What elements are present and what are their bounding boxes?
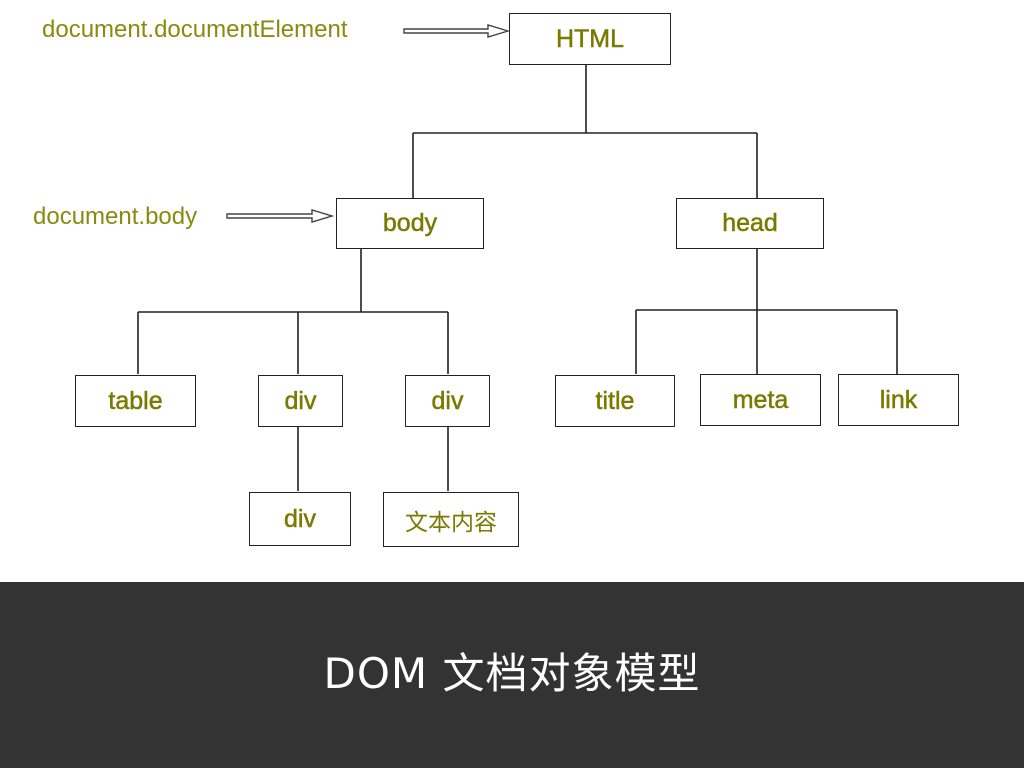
tree-connectors bbox=[137, 24, 898, 491]
arrow-to-body-icon bbox=[226, 209, 335, 223]
node-head: head bbox=[676, 198, 824, 249]
slide-footer: DOM 文档对象模型 bbox=[0, 582, 1024, 768]
node-table: table bbox=[75, 375, 196, 427]
slide-title: DOM 文档对象模型 bbox=[323, 648, 701, 698]
node-html: HTML bbox=[509, 13, 671, 65]
node-title: title bbox=[555, 375, 675, 427]
node-div-left: div bbox=[258, 375, 343, 427]
node-link: link bbox=[838, 374, 959, 426]
node-meta: meta bbox=[700, 374, 821, 426]
node-text-content: 文本内容 bbox=[383, 492, 519, 547]
document-body-label: document.body bbox=[33, 203, 198, 230]
arrow-to-html-icon bbox=[403, 24, 511, 38]
document-element-label: document.documentElement bbox=[42, 16, 348, 43]
node-div-right: div bbox=[405, 375, 490, 427]
dom-tree-diagram: document.documentElement document.body H… bbox=[33, 13, 959, 547]
node-div-child: div bbox=[249, 492, 351, 546]
node-body: body bbox=[336, 198, 484, 249]
